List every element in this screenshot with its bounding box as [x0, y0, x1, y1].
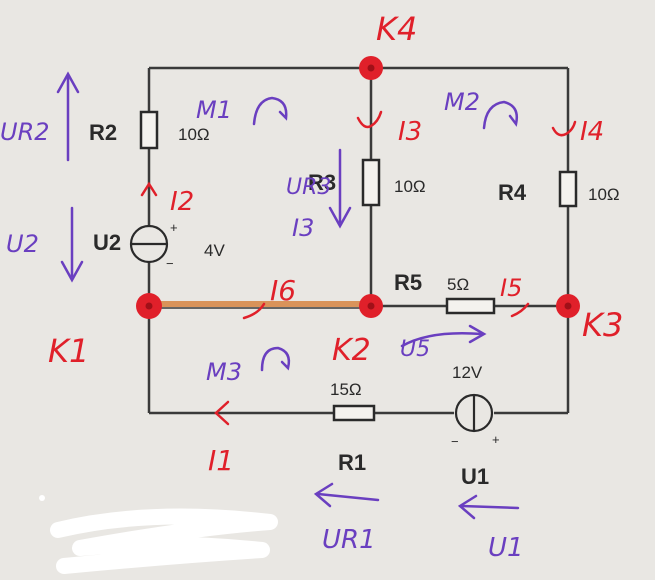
r3-resistor: [361, 158, 381, 207]
u1-plus-sign: +: [492, 432, 500, 447]
node-k4-center: [367, 64, 375, 72]
r5-resistor: [445, 297, 496, 315]
u2-label: U2: [93, 230, 121, 255]
i1-label: I1: [208, 444, 234, 477]
i2-arrow-icon: [140, 181, 158, 197]
mesh-m2-label: M2: [444, 88, 480, 116]
mesh-m1-loop-icon: [252, 96, 288, 126]
r1-value: 15Ω: [330, 380, 362, 399]
white-dot: [39, 495, 45, 501]
i1-arrow-icon: [214, 400, 230, 426]
i4-label: I4: [580, 117, 604, 147]
node-k2-center: [367, 302, 375, 310]
ur3-arrow-icon: [328, 206, 352, 229]
u1-arrow-icon: [457, 494, 478, 520]
i5-arrow-icon: [510, 302, 530, 318]
u1-voltage-label: U1: [488, 533, 524, 563]
r3-label: R3: [308, 170, 336, 195]
u2-voltage-label: U2: [6, 230, 39, 258]
k1-label: K1: [48, 332, 89, 370]
u5-arrow-line: [400, 331, 484, 348]
r2-value: 10Ω: [178, 125, 210, 144]
r2-label: R2: [89, 120, 117, 145]
u1-value: 12V: [452, 363, 483, 382]
mesh-m3-loop-icon: [260, 346, 291, 372]
u2-arrow-icon: [60, 260, 84, 283]
r4-label: R4: [498, 180, 527, 205]
k2-label: K2: [332, 333, 371, 368]
mesh-m3-label: M3: [206, 358, 242, 386]
i5-label: I5: [500, 274, 522, 302]
r3-value: 10Ω: [394, 177, 426, 196]
mesh-m2-loop-icon: [482, 100, 518, 130]
r1-resistor: [332, 404, 376, 422]
ur2-arrow-icon: [56, 71, 80, 94]
i4-arrow-icon: [551, 120, 577, 137]
ur3-label: UR3: [286, 175, 331, 200]
u2-plus-sign: +: [170, 220, 178, 235]
r1-label: R1: [338, 450, 366, 475]
k4-label: K4: [376, 10, 417, 48]
white-redaction-scribble: [50, 508, 278, 574]
i3-arrow-icon: [356, 110, 383, 129]
node-k1-center: [145, 302, 153, 310]
u2-value: 4V: [204, 241, 225, 260]
u2-minus-sign: −: [166, 256, 174, 271]
u1-label: U1: [461, 464, 489, 489]
i6-label: I6: [270, 274, 296, 307]
i3-label: I3: [398, 117, 422, 147]
u5-arrow-icon: [468, 324, 487, 344]
ur2-label: UR2: [0, 118, 50, 146]
u5-label: U5: [400, 337, 430, 362]
wires: [147, 66, 570, 415]
r5-label: R5: [394, 270, 422, 295]
r4-resistor: [558, 170, 578, 208]
i6-arrow-icon: [242, 302, 266, 320]
mesh-i3-label: I3: [292, 214, 314, 242]
ur1-arrow-icon: [313, 482, 334, 508]
k3-label: K3: [582, 306, 623, 344]
r5-value: 5Ω: [447, 275, 469, 294]
ur1-arrow-line: [316, 492, 380, 502]
mesh-m1-label: M1: [196, 96, 232, 124]
r4-value: 10Ω: [588, 185, 620, 204]
node-k3-center: [564, 302, 572, 310]
i2-label: I2: [170, 187, 194, 217]
ur1-label: UR1: [322, 525, 376, 555]
u1-arrow-line: [460, 504, 520, 510]
u1-minus-sign: −: [451, 434, 459, 449]
r2-resistor: [139, 110, 159, 150]
